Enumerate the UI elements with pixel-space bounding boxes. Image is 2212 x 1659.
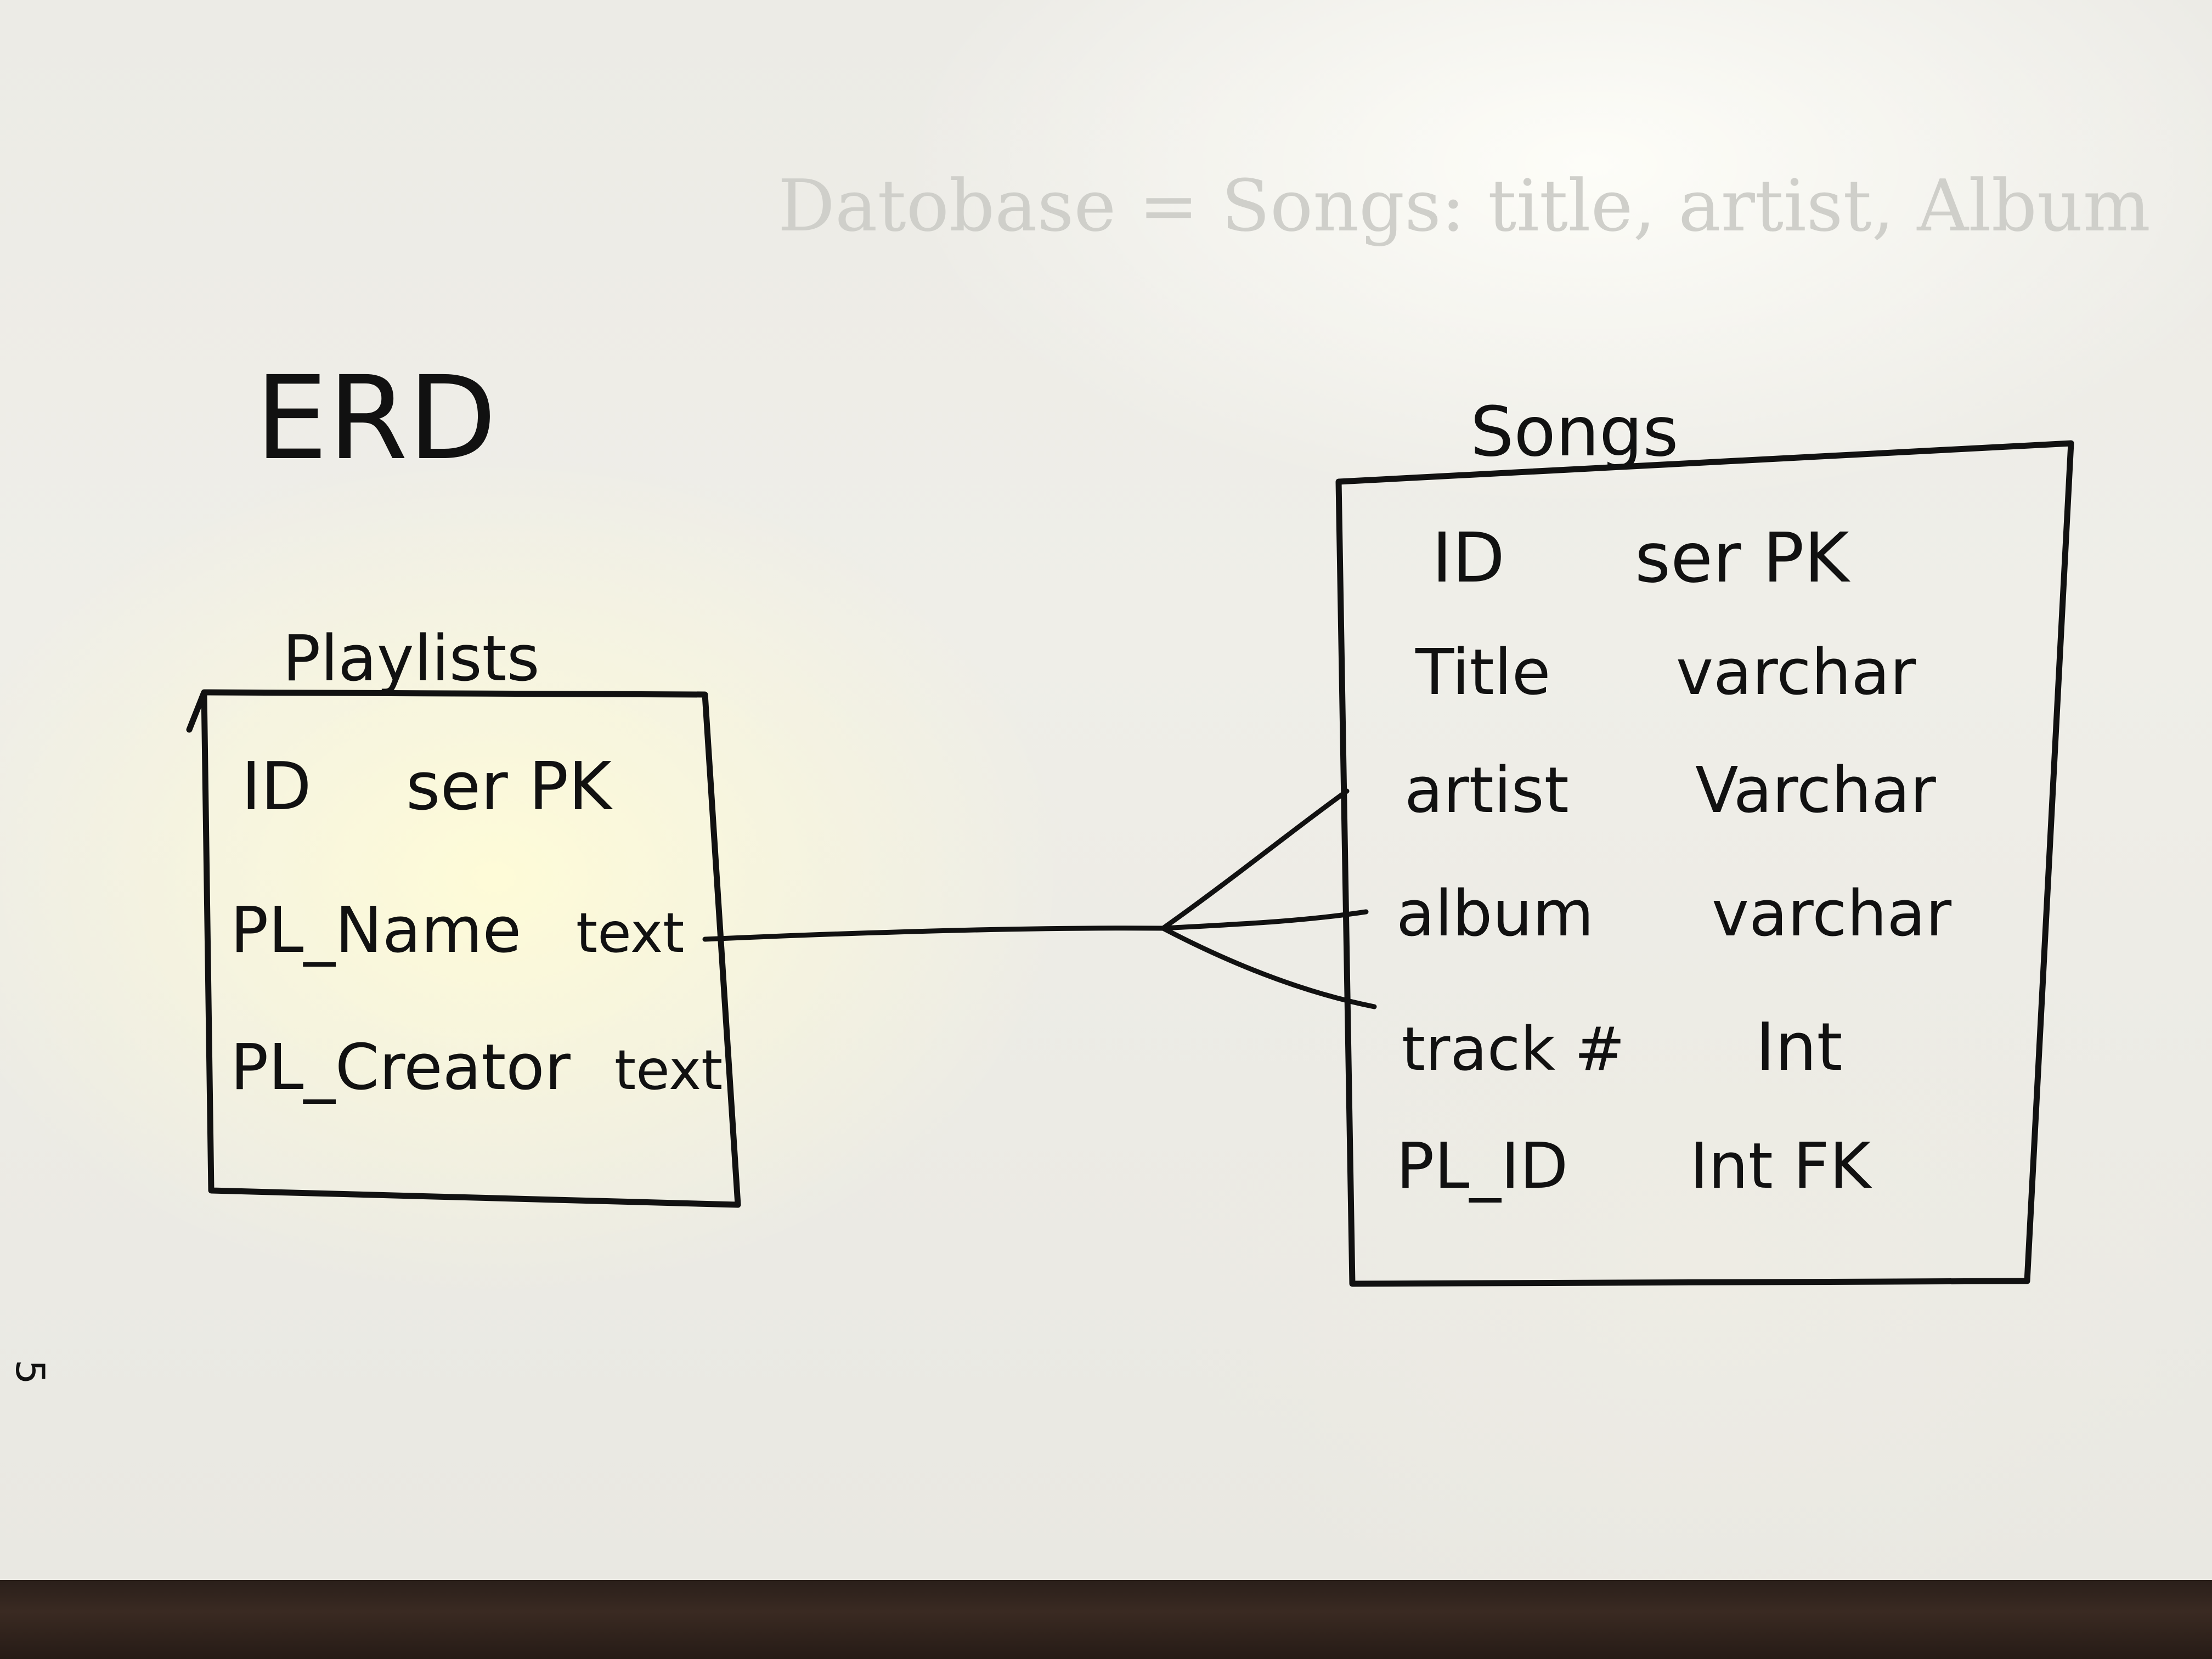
bleed-through-text: Datobase = Songs: title, artist, Album [778,164,2151,247]
playlists-entity: Playlists ID ser PK PL_Name text PL_Crea… [186,622,741,1208]
playlists-row-2-type: text [576,901,684,965]
playlists-row-1-type: ser PK [406,749,613,825]
songs-row-3-field: artist [1404,754,1569,827]
playlists-row-2-field: PL_Name [230,894,521,967]
crows-foot-middle-prong [1160,909,1369,931]
playlists-entity-name: Playlists [283,622,540,696]
songs-row-2-field: Title [1415,636,1550,709]
page-number: 5 [7,1359,53,1385]
page-title: ERD [255,351,496,486]
crows-foot-lower-prong [1160,926,1377,1009]
songs-row-6-type: Int FK [1690,1130,1872,1203]
songs-row-1-field: ID [1432,518,1505,598]
songs-row-1-type: ser PK [1635,518,1851,598]
playlists-row-1-field: ID [241,749,312,825]
songs-row-6-field: PL_ID [1396,1130,1568,1203]
playlists-row-3-field: PL_Creator [230,1031,571,1104]
relationship-line [702,926,1166,942]
songs-entity-name: Songs [1470,392,1679,472]
songs-row-5-field: track # [1402,1014,1625,1084]
crows-foot-upper-prong [1160,788,1350,931]
songs-row-2-type: varchar [1676,636,1916,709]
playlists-entity-box [186,689,741,1208]
playlists-row-3-type: text [614,1038,723,1102]
songs-row-4-type: varchar [1712,877,1952,951]
songs-entity-box [1335,440,2074,1287]
relationship-connector [702,788,1377,1009]
paper-sheet [0,0,2212,1580]
songs-row-4-field: album [1396,877,1594,951]
songs-row-3-type: Varchar [1695,754,1937,827]
songs-entity: Songs ID ser PK Title varchar artist Var… [1335,392,2074,1287]
table-surface [0,1580,2212,1659]
songs-row-5-type: Int [1756,1009,1843,1086]
